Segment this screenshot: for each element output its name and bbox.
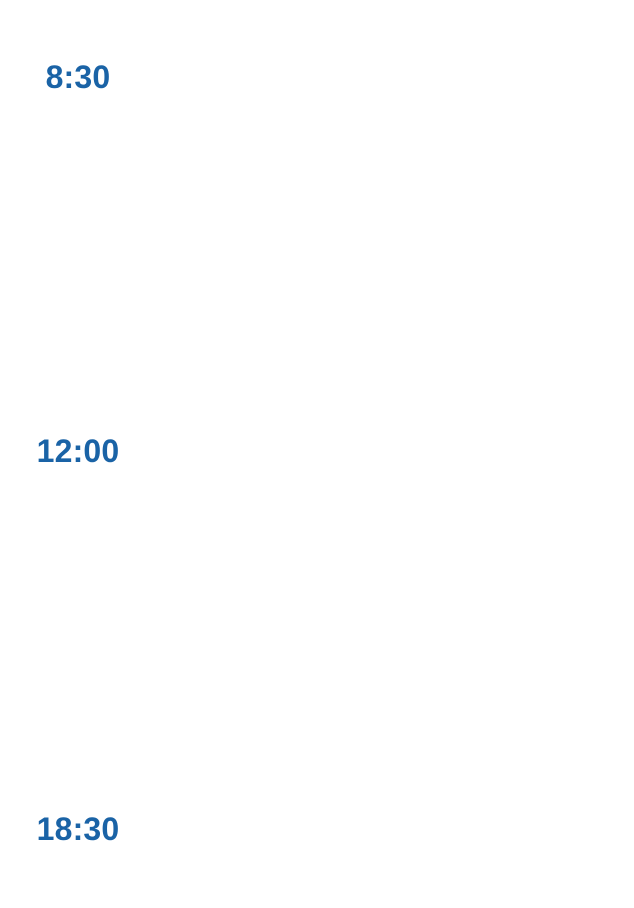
time-label-morning: 8:30 [45, 59, 111, 95]
time-label-evening: 18:30 [36, 811, 120, 847]
time-label-noon: 12:00 [36, 433, 120, 469]
